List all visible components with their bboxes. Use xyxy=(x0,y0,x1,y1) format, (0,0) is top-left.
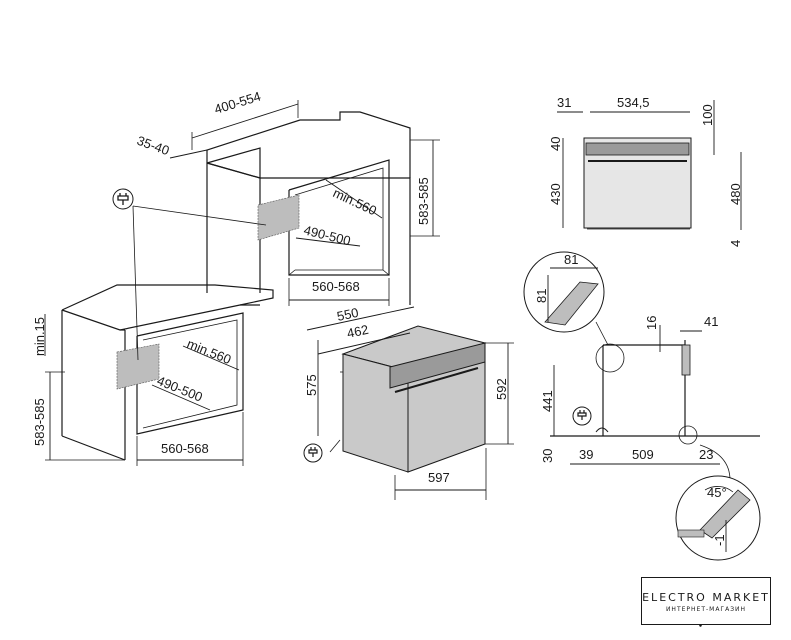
brand-logo: ELECTRO MARKET ИНТЕРНЕТ-МАГАЗИН xyxy=(641,577,771,625)
dim-sec-left: 39 xyxy=(579,447,593,462)
dim-sec-right: 41 xyxy=(704,314,718,329)
dim-under-height: 583-585 xyxy=(32,398,47,446)
dim-sec-bottom: 30 xyxy=(540,449,555,463)
dim-col-inner-text: 490-500 xyxy=(302,222,352,248)
dim-side-front: 31 xyxy=(557,95,571,110)
detail-bottom: 45° -1 xyxy=(675,475,761,561)
section-view: 16 41 441 30 39 509 23 xyxy=(540,314,760,481)
dim-oven: 550 462 575 592 597 xyxy=(303,305,514,500)
dim-under-width: 560-568 xyxy=(161,441,209,456)
dim-side-top: 100 xyxy=(700,104,715,126)
dim-col-inner: min.560 490-500 560-568 xyxy=(288,179,390,306)
dim-top-depth: 400-554 xyxy=(212,89,262,117)
dim-top-offset: 35-40 xyxy=(135,133,171,158)
plug-callout xyxy=(112,188,267,361)
logo-name: ELECTRO MARKET xyxy=(642,591,770,604)
dim-sec-mid: 509 xyxy=(632,447,654,462)
dim-side-bottom: 4 xyxy=(728,240,743,247)
dim-sec-r: 23 xyxy=(699,447,713,462)
dim-side-height: 480 xyxy=(728,183,743,205)
dim-col-height-text: 583-585 xyxy=(416,177,431,225)
dim-detail-w: 81 xyxy=(564,252,578,267)
dim-side-panel: 40 xyxy=(548,137,563,151)
dim-oven-front: 592 xyxy=(494,378,509,400)
oven-3d xyxy=(329,325,487,473)
dim-detail-h: 81 xyxy=(534,289,549,303)
detail-top: 81 81 xyxy=(523,251,609,346)
column-cabinet xyxy=(206,111,411,305)
dim-under-min: min.15 xyxy=(32,317,47,356)
dim-col-height: 583-585 xyxy=(410,139,440,237)
logo-tagline: ИНТЕРНЕТ-МАГАЗИН xyxy=(665,606,747,613)
plug-icon xyxy=(308,447,318,457)
dim-offset: -1 xyxy=(712,534,727,546)
dim-top: 400-554 35-40 xyxy=(135,89,299,159)
plug-icon xyxy=(117,193,129,205)
side-view: 31 534,5 100 40 430 480 4 xyxy=(548,95,743,247)
plug-icon xyxy=(577,410,587,420)
dim-sec-height: 441 xyxy=(540,390,555,412)
under-cabinet xyxy=(61,284,274,461)
dim-oven-depth: 550 xyxy=(336,305,360,324)
dim-col-width: 560-568 xyxy=(312,279,360,294)
dim-col-min: min.560 xyxy=(331,185,379,218)
dim-oven-width: 597 xyxy=(428,470,450,485)
dim-side-depth: 534,5 xyxy=(617,95,650,110)
dim-under-inner: 490-500 xyxy=(155,373,205,405)
dim-oven-height: 575 xyxy=(304,374,319,396)
dim-angle: 45° xyxy=(707,485,727,500)
dim-side-body: 430 xyxy=(548,183,563,205)
dim-oven-body: 462 xyxy=(346,322,370,341)
dim-under-min-depth: min.560 xyxy=(185,336,234,367)
dim-sec-top: 16 xyxy=(644,316,659,330)
